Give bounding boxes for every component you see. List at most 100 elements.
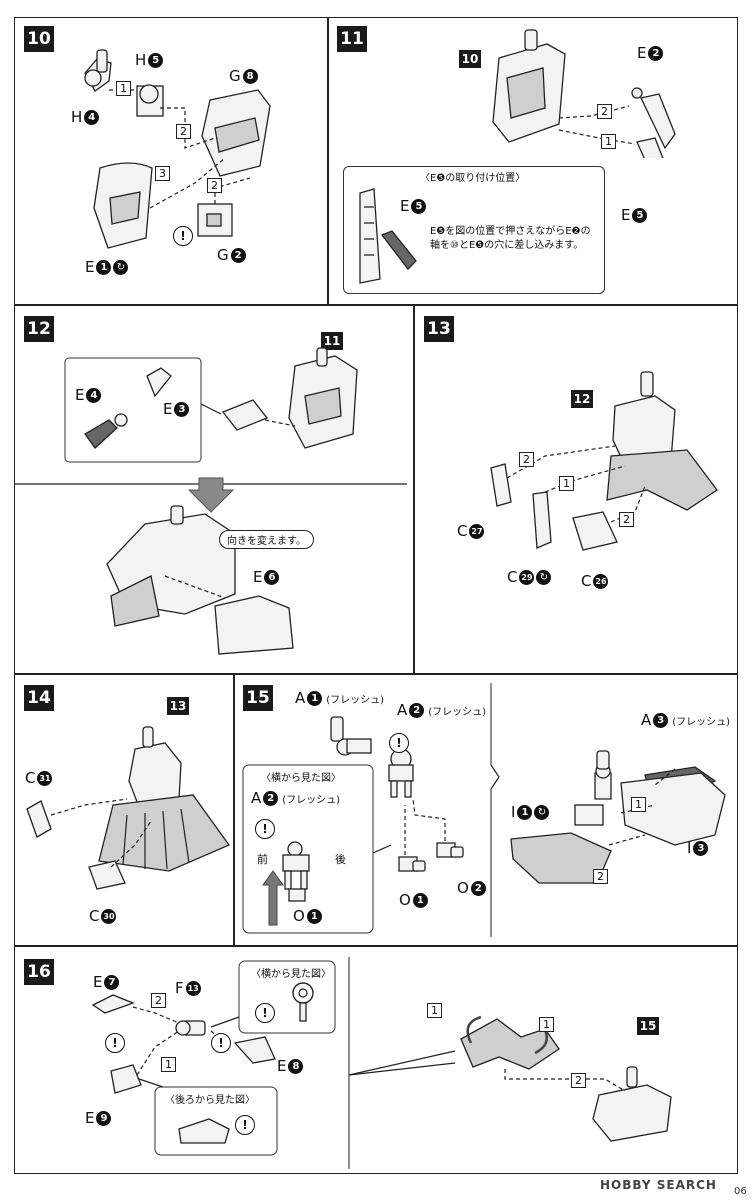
part-letter: H [71,108,83,126]
sequence-number: 2 [207,178,222,193]
part-letter: E [163,400,173,418]
part-letter: F [175,979,184,997]
caution-icon: ! [235,1115,255,1135]
part-number: 2 [470,880,486,896]
part-letter: C [507,568,518,586]
part-number: 1 [412,892,428,908]
caution-icon: ! [211,1033,231,1053]
part-letter: A [295,689,306,707]
part-letter: I [511,803,516,821]
assembly-tag: 15 [637,1017,659,1035]
part-number: 1 [517,804,533,820]
step-number: 14 [24,685,54,711]
part-number: 1 [306,908,322,924]
part-number: 6 [264,569,280,585]
caution-icon: ! [173,226,193,246]
part-number: 2 [409,702,425,718]
part-number: 8 [242,68,258,84]
part-letter: E [621,206,631,224]
step-number: 11 [337,26,367,52]
caution-icon: ! [389,733,409,753]
sequence-number: 2 [593,869,608,884]
part-letter: A [397,701,408,719]
hobby-search-logo: HOBBY SEARCH [600,1178,717,1192]
assembly-tag: 11 [321,332,343,350]
part-letter: G [229,67,241,85]
front-label: 前 [257,853,268,866]
inset-illustration [359,188,417,284]
caution-icon: ! [105,1033,125,1053]
part-letter: G [217,246,229,264]
assembly-tag: 12 [571,390,593,408]
part-number: 5 [632,207,648,223]
part-letter: E [93,973,103,991]
sequence-number: 3 [155,166,170,181]
sequence-number: 2 [176,124,191,139]
part-number: 13 [185,980,201,996]
sequence-number: 1 [559,476,574,491]
part-number: 29 [519,569,535,585]
step-number: 12 [24,316,54,342]
step-10-illustration [84,49,271,249]
step-number: 15 [243,685,273,711]
twist-icon: ↻ [536,569,552,585]
part-letter: C [89,907,100,925]
part-letter: C [25,769,36,787]
part-letter: E [637,44,647,62]
step-11-illustration [492,29,676,158]
step-number: 16 [24,959,54,985]
caution-icon: ! [255,819,275,839]
part-number: 3 [693,840,709,856]
color-note: (フレッシュ) [428,706,487,718]
sequence-number: 2 [597,104,612,119]
twist-icon: ↻ [534,804,550,820]
sequence-number: 2 [151,993,166,1008]
part-number: 31 [37,770,53,786]
part-letter: E [277,1057,287,1075]
part-number: 4 [86,387,102,403]
part-letter: E [75,386,85,404]
part-letter: H [135,51,147,69]
color-note: (フレッシュ) [326,694,385,706]
assembly-tag: 10 [459,50,481,68]
step-13-illustration [490,371,718,551]
part-number: 3 [653,712,669,728]
sequence-number: 1 [116,81,131,96]
part-letter: O [457,879,469,897]
step-16-illustration [91,957,672,1169]
part-number: 5 [411,198,427,214]
inset-title: 〈E❺の取り付け位置〉 [420,173,526,184]
inset-title-back: 〈後ろから見た図〉 [165,1095,255,1106]
sequence-number: 2 [619,512,634,527]
part-number: 1 [307,690,323,706]
inset-title-side: 〈横から見た図〉 [251,969,331,980]
inset-title: 〈横から見た図〉 [261,773,341,784]
